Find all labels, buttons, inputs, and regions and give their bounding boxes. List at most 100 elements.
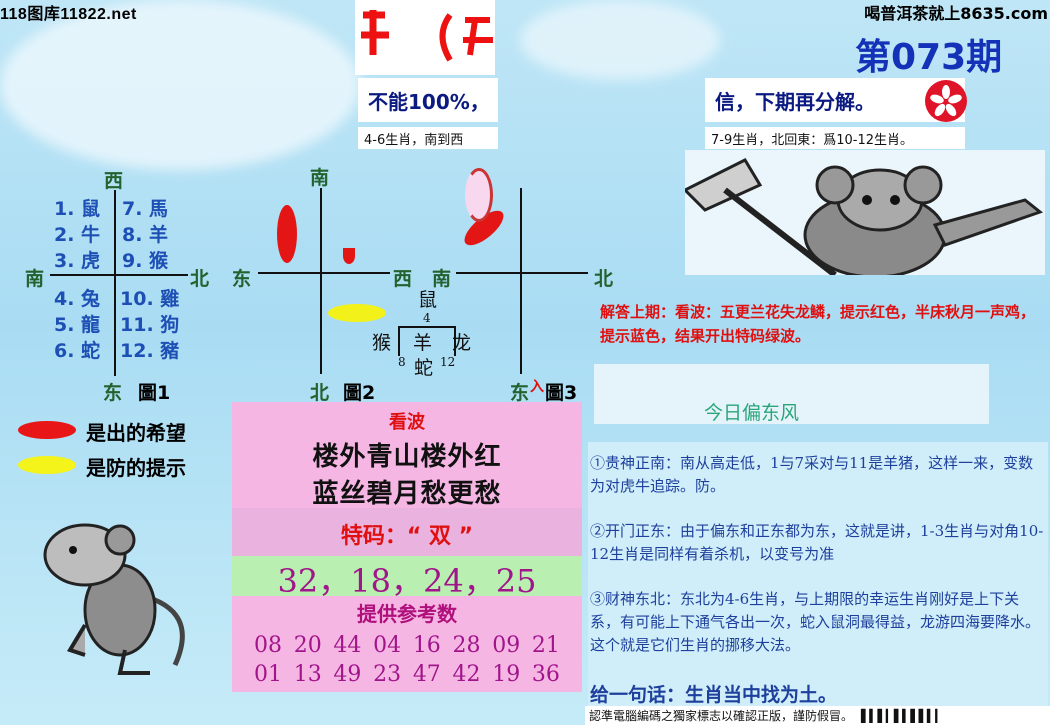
fig1-dir-bottom: 东 (103, 382, 123, 404)
wind-panel: 今日偏东风 (594, 364, 989, 424)
analysis-summary: 给一句话：生肖当中找为土。 (590, 684, 838, 706)
glyph-monkey: 猴 (372, 332, 392, 354)
fig2-dir-mid: 西 (393, 268, 413, 290)
zodiac-item: 6. 蛇 (54, 340, 101, 362)
zodiac-item: 3. 虎 (54, 250, 101, 272)
glyph-snake: 蛇 (414, 357, 434, 379)
reference-number: 49 (333, 662, 362, 687)
fig3-corner-mark: 入 (530, 379, 544, 395)
fig2-vertical-axis (320, 188, 322, 374)
reference-number: 19 (492, 662, 521, 687)
glyph-box (398, 326, 456, 356)
reference-number: 23 (373, 662, 402, 687)
legend-red-swatch (18, 421, 76, 439)
footer-text: 認準電腦編碼之獨家標志以確認正版，謹防假冒。 (589, 709, 854, 723)
glyph-dragon: 龙 (452, 332, 472, 354)
fig3-vertical-axis (520, 188, 522, 374)
reference-row-2: 01 13 49 23 47 42 19 36 (232, 658, 582, 687)
glyph-goat: 羊 (413, 332, 433, 354)
special-numbers-bar: 32，18，24，25 (232, 556, 582, 600)
poem-line-2: 蓝丝碧月愁更愁 (312, 479, 502, 509)
fig2-dir-bottom: 北 (310, 382, 330, 404)
zodiac-item: 9. 猴 (122, 250, 169, 272)
hk-flag-icon (925, 80, 967, 122)
fig3-dir-left: 南 (432, 268, 452, 290)
glyph-num-right: 12 (440, 355, 456, 369)
zodiac-item: 8. 羊 (122, 224, 169, 246)
monkey-mascot-illustration (25, 515, 195, 675)
reference-number: 16 (412, 633, 441, 658)
reference-number: 21 (531, 633, 560, 658)
analysis-p1: ①贵神正南：南从高走低，1与7采对与11是羊猪，这样一来，变数为对虎牛追踪。防。 (590, 454, 1034, 495)
poem-panel: 看波 楼外青山楼外红 蓝丝碧月愁更愁 (232, 402, 582, 509)
red-hint-blob (465, 168, 493, 222)
analysis-panel: ①贵神正南：南从高走低，1与7采对与11是羊猪，这样一来，变数为对虎牛追踪。防。… (588, 442, 1048, 724)
fig1-horizontal-axis (50, 274, 188, 276)
reference-number: 44 (333, 633, 362, 658)
yellow-hint-blob (328, 304, 386, 322)
glyph-num-left: 8 (398, 355, 406, 369)
zodiac-item: 7. 馬 (122, 198, 169, 220)
glyph-num-top: 4 (423, 311, 431, 325)
previous-answer: 解答上期：看波：五更兰花失龙鳞，提示红色，半床秋月一声鸡，提示蓝色，结果开出特码… (600, 303, 1036, 345)
fig2-dir-top: 南 (310, 167, 330, 189)
zodiac-item: 4. 兔 (54, 288, 101, 310)
reference-number: 04 (373, 633, 402, 658)
fig1-right-list-bottom: 10. 雞 11. 狗 12. 豬 (120, 286, 179, 364)
fig2-horizontal-axis (258, 272, 390, 274)
banner-sub-left: 4-6生肖，南到西 (358, 127, 498, 149)
reference-number: 28 (452, 633, 481, 658)
barcode-icon: ▌▍▌▎▌▍▌▌▍▎ (861, 708, 944, 723)
zodiac-item: 5. 龍 (54, 314, 101, 336)
legend-yellow-text: 是防的提示 (86, 456, 186, 480)
fig3-dir-right: 北 (594, 268, 614, 290)
reference-number: 47 (412, 662, 441, 687)
fig1-dir-left: 南 (25, 268, 45, 290)
reference-number: 20 (293, 633, 322, 658)
fig3-horizontal-axis (456, 272, 588, 274)
zodiac-item: 10. 雞 (120, 288, 180, 310)
wind-text: 今日偏东风 (704, 402, 800, 424)
fig1-label: 圖1 (138, 382, 171, 404)
zodiac-item: 1. 鼠 (54, 198, 101, 220)
red-hint-blob (277, 205, 297, 263)
special-numbers: 32，18，24，25 (277, 562, 537, 600)
zodiac-item: 11. 狗 (120, 314, 180, 336)
fig1-left-list-top: 1. 鼠 2. 牛 3. 虎 (54, 196, 100, 274)
zodiac-item: 2. 牛 (54, 224, 101, 246)
reference-row-1: 08 20 44 04 16 28 09 21 (232, 627, 582, 658)
analysis-p2: ②开门正东：由于偏东和正东都为东，这就是讲，1-3生肖与对角10-12生肖是同样… (590, 522, 1044, 563)
title-fragment (355, 0, 495, 75)
fig2-label: 圖2 (343, 382, 376, 404)
fig2-dir-left: 东 (232, 268, 252, 290)
legend-red-text: 是出的希望 (86, 421, 186, 445)
issue-number: 第073期 (855, 37, 1003, 78)
reference-number: 13 (293, 662, 322, 687)
cloud-decoration (520, 0, 720, 80)
reference-number: 36 (531, 662, 560, 687)
fig3-label: 圖3 (545, 382, 578, 404)
fig3-dir-bottom: 东 (510, 382, 530, 404)
special-code-label: 特码：“ 双 ” (340, 524, 474, 549)
site-right-title: 喝普洱茶就上8635.com (864, 4, 1048, 23)
reference-number: 08 (254, 633, 282, 658)
glyph-rat: 鼠 (418, 289, 438, 311)
red-hint-blob (343, 248, 355, 264)
banner-left: 不能100%， (358, 78, 498, 122)
reference-number: 42 (452, 662, 481, 687)
site-left-title: 118图库11822.net (0, 6, 137, 23)
special-code-bar: 特码：“ 双 ” (232, 508, 582, 556)
poem-line-1: 楼外青山楼外红 (312, 442, 502, 472)
fig1-dir-right: 北 (190, 268, 210, 290)
reference-number: 09 (492, 633, 521, 658)
banner-sub-right: 7-9生肖，北回東：爲10-12生肖。 (705, 127, 965, 149)
fig1-right-list-top: 7. 馬 8. 羊 9. 猴 (122, 196, 168, 274)
title-fragment-glyphs (361, 10, 493, 62)
zodiac-item: 12. 豬 (120, 340, 180, 362)
reference-numbers-panel: 提供参考数 08 20 44 04 16 28 09 21 01 13 49 2… (232, 596, 582, 692)
reference-number: 01 (254, 662, 282, 687)
footer-notice: 認準電腦編碼之獨家標志以確認正版，謹防假冒。 ▌▍▌▎▌▍▌▌▍▎ (585, 706, 1050, 725)
mouse-mascot-illustration (682, 150, 1045, 279)
fig1-left-list-bottom: 4. 兔 5. 龍 6. 蛇 (54, 286, 100, 364)
reference-title: 提供参考数 (357, 602, 457, 626)
